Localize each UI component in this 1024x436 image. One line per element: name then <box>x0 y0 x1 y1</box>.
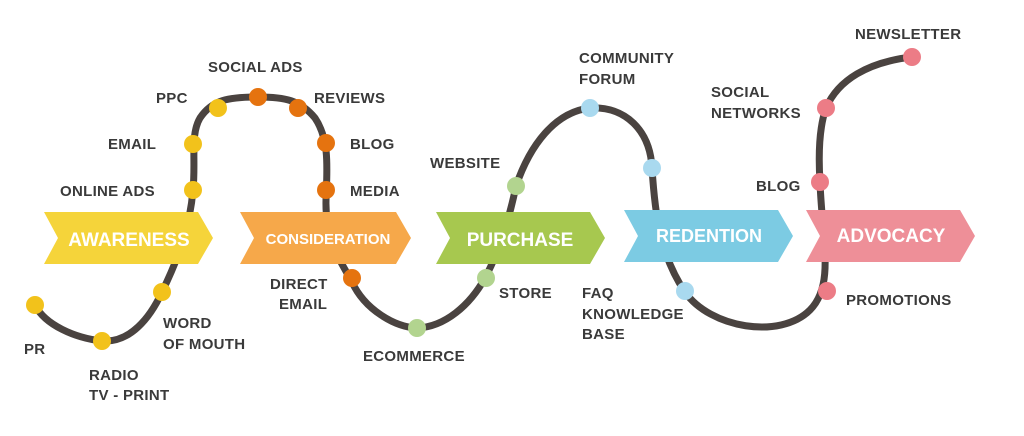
label-media: MEDIA <box>350 183 400 200</box>
dot-direct-email <box>343 269 361 287</box>
label-social: SOCIAL <box>711 84 769 101</box>
dot-ppc <box>209 99 227 117</box>
label-pr: PR <box>24 341 45 358</box>
dot-store <box>477 269 495 287</box>
stage-arrow-redention <box>624 210 793 262</box>
dot-ecommerce <box>408 319 426 337</box>
label-tv-print: TV - PRINT <box>89 387 170 404</box>
label-email: EMAIL <box>108 136 156 153</box>
stage-arrow-consideration <box>240 212 411 264</box>
label-store: STORE <box>499 285 552 302</box>
stage-label-purchase: PURCHASE <box>467 230 574 251</box>
label-networks: NETWORKS <box>711 105 801 122</box>
dot-blog <box>317 134 335 152</box>
dot-email <box>184 135 202 153</box>
dot-online-ads <box>184 181 202 199</box>
dot-faq-knowledge-base <box>676 282 694 300</box>
label-website: WEBSITE <box>430 155 500 172</box>
stage-label-redention: REDENTION <box>656 226 762 246</box>
dot-community-forum <box>581 99 599 117</box>
stage-label-awareness: AWARENESS <box>68 230 189 251</box>
dot-pr <box>26 296 44 314</box>
label-ppc: PPC <box>156 90 188 107</box>
label-direct-email: EMAIL <box>279 296 327 313</box>
stage-awareness: AWARENESS <box>44 212 213 264</box>
stage-redention: REDENTION <box>624 210 793 262</box>
consideration-dots <box>249 88 361 287</box>
label-faq: FAQ <box>582 285 614 302</box>
advocacy-dots <box>811 48 921 300</box>
label-radio: RADIO <box>89 367 139 384</box>
dot-redention-mid <box>643 159 661 177</box>
stage-label-consideration: CONSIDERATION <box>266 231 391 248</box>
stage-arrow-purchase <box>436 212 605 264</box>
dot-reviews <box>289 99 307 117</box>
dot-website <box>507 177 525 195</box>
stage-purchase: PURCHASE <box>436 212 605 264</box>
label-ecommerce: ECOMMERCE <box>363 348 465 365</box>
purchase-dots <box>408 177 525 337</box>
stage-label-advocacy: ADVOCACY <box>837 226 946 247</box>
label-direct: DIRECT <box>270 276 328 293</box>
stage-arrow-awareness <box>44 212 213 264</box>
label-reviews: REVIEWS <box>314 90 385 107</box>
label-forum: FORUM <box>579 71 636 88</box>
label-base: BASE <box>582 326 625 343</box>
awareness-dots <box>26 99 227 350</box>
label-social-ads: SOCIAL ADS <box>208 59 303 76</box>
stage-advocacy: ADVOCACY <box>806 210 975 262</box>
dot-newsletter <box>903 48 921 66</box>
dot-social-ads <box>249 88 267 106</box>
dot-social-networks <box>817 99 835 117</box>
stage-consideration: CONSIDERATION <box>240 212 411 264</box>
label-newsletter: NEWSLETTER <box>855 26 961 43</box>
label-online-ads: ONLINE ADS <box>60 183 155 200</box>
dot-media <box>317 181 335 199</box>
label-of-mouth: OF MOUTH <box>163 336 245 353</box>
redention-dots <box>581 99 694 300</box>
dot-radio-tv-print <box>93 332 111 350</box>
dot-word-of-mouth <box>153 283 171 301</box>
label-blog: BLOG <box>350 136 395 153</box>
label-word: WORD <box>163 315 212 332</box>
label-knowledge: KNOWLEDGE <box>582 306 684 323</box>
label-community: COMMUNITY <box>579 50 674 67</box>
label-promotions: PROMOTIONS <box>846 292 952 309</box>
stage-arrow-advocacy <box>806 210 975 262</box>
label-blog-advocacy: BLOG <box>756 178 801 195</box>
dot-promotions <box>818 282 836 300</box>
dot-blog-advocacy <box>811 173 829 191</box>
